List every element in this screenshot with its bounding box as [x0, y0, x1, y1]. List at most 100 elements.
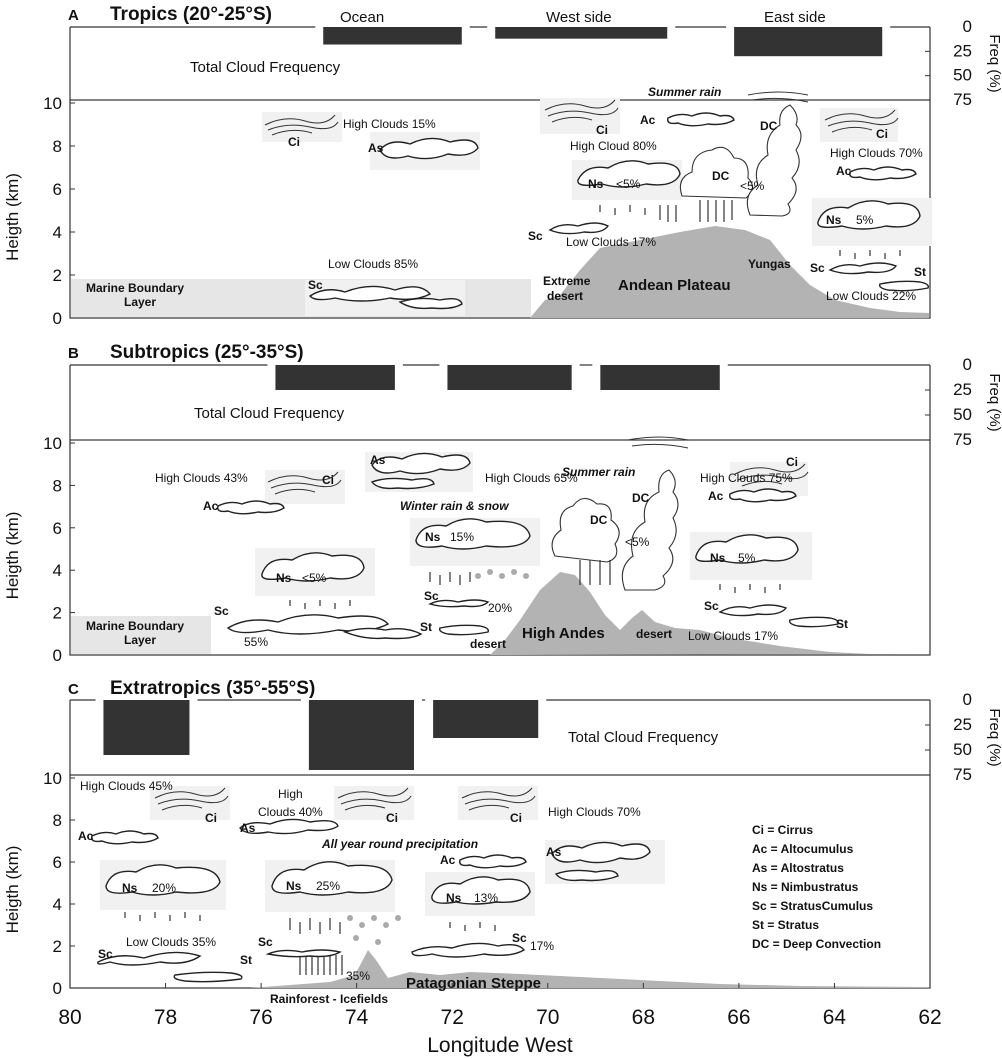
y-tick-label: 6 [53, 180, 62, 199]
ci-label: Ci [786, 455, 798, 469]
legend-item: As = Altostratus [752, 861, 844, 875]
freq-tick-label: 0 [963, 690, 972, 709]
panel-a-title: Tropics (20°-25°S) [110, 4, 272, 25]
legend-item: DC = Deep Convection [752, 937, 881, 951]
cirrus-icon [461, 787, 536, 811]
y-tick-label: 8 [53, 137, 62, 156]
panel-b: B Subtropics (25°-35°S) Total Cloud Freq… [68, 342, 931, 656]
freq-tick-label: 75 [953, 90, 972, 109]
altocumulus-cloud-icon [849, 166, 917, 181]
panel-c-sc-east: 17% [530, 939, 554, 953]
panel-a-desert-line2: desert [547, 289, 583, 303]
cirrus-icon [267, 471, 342, 495]
freq-tick-label: 0 [963, 355, 972, 374]
panel-b-desert-east: desert [636, 627, 672, 641]
panel-b-ns-mid: 15% [450, 530, 474, 544]
stratocumulus-cloud-icon [718, 604, 788, 617]
freq-tick-label: 50 [953, 740, 972, 759]
panel-b-freq-label: Total Cloud Frequency [194, 405, 345, 422]
y-tick-label: 8 [53, 476, 62, 495]
panel-a-high-east: High Clouds 70% [830, 146, 923, 160]
panel-b-freq-strip [69, 364, 931, 440]
panel-c-ns-mid: 25% [316, 879, 340, 893]
panel-c-freq-label: Total Cloud Frequency [568, 729, 719, 746]
freq-tick-label: 50 [953, 66, 972, 85]
x-tick-label: 72 [441, 1006, 464, 1029]
panel-c-high-mid-line2: Clouds 40% [258, 805, 323, 819]
panel-c-low-west: Low Clouds 35% [126, 935, 216, 949]
ci-label: Ci [510, 811, 522, 825]
panel-b-frame [69, 439, 931, 656]
sc-label: Sc [512, 931, 527, 945]
ns-label: Ns [425, 530, 441, 544]
cloud-type-legend: Ci = Cirrus Ac = Altocumulus As = Altost… [752, 823, 881, 951]
cirrus-icon [154, 787, 229, 811]
altocumulus-cloud-icon [91, 830, 159, 845]
panel-a: A Tropics (20°-25°S) Ocean West side Eas… [68, 4, 932, 319]
x-tick-label: 74 [345, 1006, 369, 1029]
panel-c-rainforest: Rainforest - Icefields [270, 992, 388, 1006]
panel-a-terrain [530, 226, 929, 318]
panel-c-high-east: High Clouds 70% [548, 805, 641, 819]
stratus-cloud-icon [788, 616, 840, 628]
ci-label: Ci [596, 123, 608, 137]
panel-a-mbl-line2: Layer [124, 295, 156, 309]
panel-c-letter: C [68, 681, 79, 698]
panel-b-high-mid: High Clouds 65% [485, 471, 578, 485]
ns-label: Ns [826, 213, 842, 227]
cloud-frequency-bar [600, 365, 720, 390]
panel-a-low-ocean: Low Clouds 85% [328, 257, 418, 271]
panel-a-clouds [262, 91, 932, 316]
cloud-frequency-bar [734, 27, 883, 57]
rain-icon [289, 918, 341, 934]
ac-label: Ac [708, 489, 724, 503]
as-label: As [370, 453, 386, 467]
nimbostratus-cloud-icon [105, 864, 221, 896]
legend-item: St = Stratus [752, 918, 819, 932]
rain-icon [839, 250, 901, 259]
ns-label: Ns [710, 551, 726, 565]
y-axis-label: Heigth (km) [3, 173, 22, 261]
panel-b-andes: High Andes [522, 625, 605, 642]
panel-c-title: Extratropics (35°-55°S) [110, 678, 315, 699]
altostratus-cloud-icon [551, 841, 651, 864]
panel-b-winter-rain: Winter rain & snow [400, 499, 509, 513]
cirrus-icon [337, 787, 412, 811]
as-label: As [368, 141, 384, 155]
rain-icon [719, 584, 781, 593]
as-label: As [240, 821, 256, 835]
freq-tick-label: 0 [963, 17, 972, 36]
nimbostratus-cloud-icon [695, 534, 799, 564]
panel-c: C Extratropics (35°-55°S) Total Cloud Fr… [68, 678, 931, 1006]
nimbostratus-cloud-icon [577, 160, 681, 188]
deep-convection-cloud-icon [746, 104, 802, 217]
legend-item: Ci = Cirrus [752, 823, 813, 837]
deep-convection-cloud-icon [621, 469, 679, 591]
stratus-cloud-icon [438, 624, 490, 636]
sc-label: Sc [424, 589, 439, 603]
cloud-frequency-bar [323, 27, 462, 45]
sc-label: Sc [810, 261, 825, 275]
y-axis-label: Heigth (km) [3, 512, 22, 600]
panel-a-ns-east: 5% [856, 213, 874, 227]
ns-label: Ns [446, 891, 462, 905]
y-tick-label: 10 [43, 434, 62, 453]
deep-convection-cloud-icon [679, 146, 754, 199]
panel-a-freq-label: Total Cloud Frequency [190, 59, 341, 76]
x-tick-label: 66 [727, 1006, 750, 1029]
sc-label: Sc [528, 229, 543, 243]
sc-label: Sc [308, 278, 323, 292]
cloud-frequency-bar [308, 700, 414, 770]
panel-a-high-ocean: High Clouds 15% [343, 117, 436, 131]
ac-label: Ac [440, 853, 456, 867]
panel-a-header-west: West side [546, 9, 612, 26]
cirrus-icon [264, 114, 339, 136]
dc-label: DC [590, 513, 608, 527]
cloud-frequency-bar [275, 365, 395, 390]
y-tick-label: 10 [43, 769, 62, 788]
y-tick-label: 8 [53, 811, 62, 830]
x-tick-label: 70 [536, 1006, 559, 1029]
y-tick-label: 6 [53, 853, 62, 872]
panel-a-high-west: High Cloud 80% [570, 139, 657, 153]
freq-axis-label: Freq (%) [986, 34, 1002, 92]
